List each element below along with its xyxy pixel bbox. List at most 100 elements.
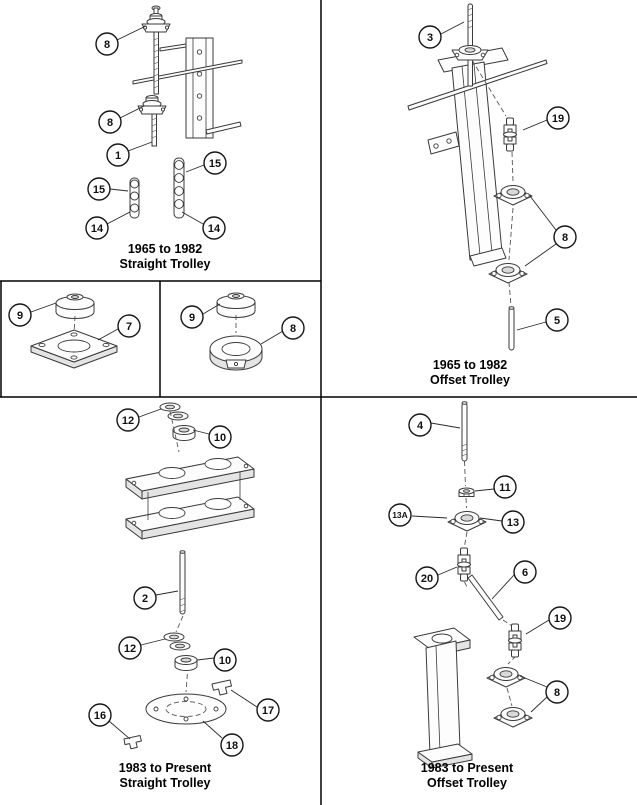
svg-text:17: 17 — [262, 705, 274, 717]
insert-bearing — [486, 667, 526, 688]
svg-text:19: 19 — [554, 613, 566, 625]
svg-text:20: 20 — [421, 573, 433, 585]
panel-title-line1: 1965 to 1982 — [128, 242, 202, 256]
callout-15: 15 — [87, 177, 111, 201]
panel-bearing-detail-ring: 9 8 — [180, 292, 305, 371]
svg-text:2: 2 — [142, 593, 148, 605]
svg-text:18: 18 — [226, 740, 238, 752]
panel-offset-trolley-1965: 3 19 8 5 1965 to 1982 Offset Trolley — [407, 3, 577, 387]
callout-16: 16 — [88, 703, 112, 727]
short-rod — [508, 306, 515, 351]
u-joint — [503, 117, 517, 152]
callout-2: 2 — [133, 586, 157, 610]
callout-19: 19 — [548, 606, 572, 630]
panel-title-line1: 1983 to Present — [119, 761, 212, 775]
washer — [169, 641, 191, 651]
leader-lines — [30, 302, 119, 341]
u-joint — [457, 547, 471, 582]
callout-5: 5 — [545, 308, 569, 332]
leader-lines — [202, 303, 284, 345]
callout-13a: 13A — [388, 503, 412, 527]
callout-4: 4 — [408, 413, 432, 437]
cup-washer — [174, 655, 198, 671]
leader-lines — [108, 408, 258, 740]
callout-15: 15 — [203, 151, 227, 175]
svg-text:13A: 13A — [392, 510, 408, 520]
cross-rod — [407, 59, 548, 111]
svg-text:16: 16 — [94, 710, 106, 722]
svg-text:8: 8 — [107, 117, 113, 129]
svg-text:6: 6 — [522, 567, 528, 579]
insert-bearing — [493, 185, 533, 206]
callout-8: 8 — [553, 225, 577, 249]
trolley-rod — [461, 401, 468, 462]
callout-8: 8 — [98, 110, 122, 134]
callout-12: 12 — [118, 636, 142, 660]
callout-8: 8 — [545, 680, 569, 704]
callout-9: 9 — [8, 303, 32, 327]
panel-title-line2: Straight Trolley — [120, 776, 211, 790]
washer — [167, 411, 189, 421]
threaded-rod — [467, 3, 473, 87]
bearing-insert — [216, 292, 256, 318]
svg-text:19: 19 — [552, 113, 564, 125]
insert-bearing — [493, 707, 533, 728]
svg-text:9: 9 — [189, 312, 195, 324]
mounting-bracket — [413, 627, 473, 769]
clip-part — [123, 735, 142, 750]
u-joint — [508, 623, 522, 658]
flange-bearing — [451, 45, 489, 61]
threaded-rod — [151, 5, 161, 147]
svg-text:14: 14 — [208, 223, 221, 235]
cross-rod — [132, 59, 243, 85]
svg-text:10: 10 — [219, 655, 231, 667]
svg-text:13: 13 — [507, 517, 519, 529]
svg-text:8: 8 — [562, 232, 568, 244]
panel-title-line2: Offset Trolley — [427, 776, 507, 790]
bearing-insert — [55, 293, 95, 319]
leader-lines — [106, 25, 205, 225]
flange-bearing — [137, 95, 167, 115]
callout-13: 13 — [501, 510, 525, 534]
svg-text:8: 8 — [290, 323, 296, 335]
callout-14: 14 — [202, 216, 226, 240]
svg-text:8: 8 — [104, 39, 110, 51]
panel-title-line2: Offset Trolley — [430, 373, 510, 387]
callout-20: 20 — [415, 566, 439, 590]
panel-offset-trolley-1983: 4 11 13A 13 20 6 19 8 198 — [388, 401, 572, 790]
callout-19: 19 — [546, 106, 570, 130]
clip-part — [211, 679, 232, 696]
trolley-rod — [179, 550, 186, 615]
callout-10: 10 — [208, 425, 232, 449]
washer — [163, 632, 185, 642]
chain-link-part — [129, 177, 140, 219]
trolley-frame — [125, 456, 255, 540]
panel-straight-trolley-1983: 12 10 2 12 10 16 17 18 19 — [88, 402, 280, 790]
panel-title-line1: 1965 to 1982 — [433, 358, 507, 372]
link-rod — [467, 574, 504, 621]
callout-11: 11 — [493, 475, 517, 499]
svg-text:14: 14 — [91, 223, 104, 235]
chain-link-part — [173, 157, 185, 219]
callout-18: 18 — [220, 733, 244, 757]
round-mounting-plate — [145, 693, 227, 725]
svg-text:4: 4 — [417, 420, 424, 432]
callout-8: 8 — [95, 32, 119, 56]
insert-bearing — [488, 263, 528, 284]
panel-straight-trolley-1965: 8 8 1 15 15 14 14 1965 to 1982 Straight … — [85, 5, 243, 271]
svg-text:1: 1 — [115, 150, 121, 162]
callout-17: 17 — [256, 698, 280, 722]
channel-plate — [159, 37, 242, 139]
flange-bearing — [141, 13, 171, 33]
svg-text:15: 15 — [209, 158, 221, 170]
svg-text:10: 10 — [214, 432, 226, 444]
offset-frame — [427, 47, 509, 267]
callout-1: 1 — [106, 143, 130, 167]
callout-12: 12 — [116, 408, 140, 432]
callout-8: 8 — [281, 316, 305, 340]
svg-text:7: 7 — [126, 321, 132, 333]
callout-14: 14 — [85, 216, 109, 240]
panel-title-line1: 1983 to Present — [421, 761, 514, 775]
callout-10: 10 — [213, 648, 237, 672]
